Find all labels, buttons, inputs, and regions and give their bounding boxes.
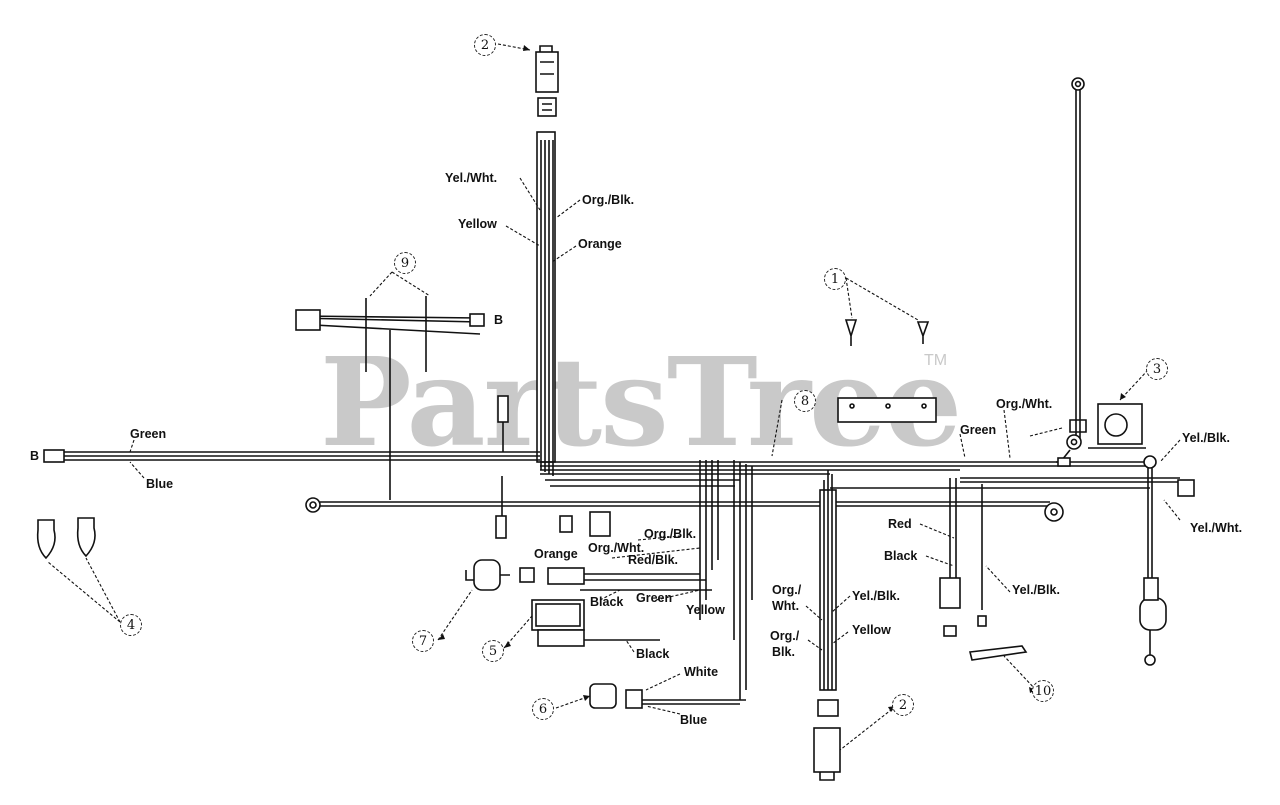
tie-straps: [365, 296, 427, 500]
main-left-harness: [62, 451, 540, 461]
callout-2-bottom: 2: [892, 694, 914, 716]
trademark-mark: TM: [924, 352, 948, 369]
label-yel-wht-right: Yel./Wht.: [1190, 521, 1243, 535]
label-green-center: Green: [636, 591, 673, 605]
callout-8: 8: [794, 390, 816, 412]
label-yel-blk-mid: Yel./Blk.: [1012, 583, 1060, 597]
label-black-low: Black: [636, 647, 670, 661]
mounting-plate: [837, 397, 937, 423]
label-red-mid: Red: [888, 517, 912, 531]
ring-terminal-left: [305, 497, 321, 513]
label-white-low: White: [684, 665, 719, 679]
callout-2-top: 2: [474, 34, 496, 56]
label-org-wht-right: Org./Wht.: [996, 397, 1053, 411]
center-connector-left: [497, 395, 509, 423]
callout-6: 6: [532, 698, 554, 720]
connector-7-plug: [547, 567, 585, 585]
left-end-connector: [43, 449, 65, 463]
center-bundle: [540, 461, 1150, 487]
label-org-wht-center: Org./Wht.: [588, 541, 645, 555]
bulb-right: [76, 517, 96, 558]
right-bundle-to-connector: [830, 477, 1180, 489]
right-switch-body: [1139, 597, 1167, 631]
right-multi-connector: [1177, 479, 1195, 497]
bulb-left: [36, 519, 56, 560]
lever-10: [969, 645, 1028, 661]
red-black-plug: [939, 577, 961, 609]
label-orange-center: Orange: [534, 547, 578, 561]
label-org-wht-line2: Wht.: [772, 599, 800, 613]
top-plug-body: [535, 51, 559, 93]
callout-3: 3: [1146, 358, 1168, 380]
center-plug-a: [559, 515, 573, 533]
top-plug-socket: [537, 97, 557, 117]
callout-10: 10: [1032, 680, 1054, 702]
bottom-plug-socket: [817, 699, 839, 717]
label-org-blk-top: Org./Blk.: [582, 193, 635, 207]
seat-switch-7: [473, 559, 501, 591]
label-yel-blk-right: Yel./Blk.: [1182, 431, 1230, 445]
label-org-wht-line1: Org./: [772, 583, 802, 597]
label-blue-left: Blue: [146, 477, 174, 491]
bottom-plug-body: [813, 727, 841, 773]
battery-cable-top-ring: [1071, 77, 1085, 91]
battery-cable-bottom-ring: [1066, 434, 1082, 450]
battery-cable: [1075, 90, 1081, 440]
center-drops: [699, 460, 753, 700]
low-harness-wires: [580, 573, 746, 705]
push-pin-right: [916, 321, 930, 344]
top-harness-wires: [540, 140, 554, 476]
label-green-right: Green: [960, 423, 997, 437]
label-black-mid: Black: [884, 549, 918, 563]
label-orange-top: Orange: [578, 237, 622, 251]
label-yellow-top: Yellow: [458, 217, 497, 231]
label-yellow-low: Yellow: [852, 623, 891, 637]
label-org-blk-center: Org./Blk.: [644, 527, 697, 541]
callout-4: 4: [120, 614, 142, 636]
label-yel-blk-low: Yel./Blk.: [852, 589, 900, 603]
right-switch-harness: [1147, 462, 1153, 580]
label-green-left: Green: [130, 427, 167, 441]
callout-5: 5: [482, 640, 504, 662]
callout-7: 7: [412, 630, 434, 652]
ring-terminal-harness: [320, 501, 1050, 507]
label-b-left: B: [30, 449, 40, 463]
cable-tie-harness: [295, 315, 481, 335]
center-drop-plug: [495, 515, 507, 539]
callout-9: 9: [394, 252, 416, 274]
label-org-blk-line2: Blk.: [772, 645, 795, 659]
ring-terminal-right: [1044, 502, 1064, 522]
key-switch-6: [589, 683, 617, 709]
label-org-blk-line1: Org./: [770, 629, 800, 643]
label-yel-wht-top: Yel./Wht.: [445, 171, 498, 185]
label-red-blk-center: Red/Blk.: [628, 553, 679, 567]
harness-9-left-connector: [295, 309, 321, 331]
label-blue-low: Blue: [680, 713, 708, 727]
push-pin-left: [844, 319, 858, 346]
center-plug-b: [589, 511, 611, 537]
label-yellow-center: Yellow: [686, 603, 725, 617]
callout-1: 1: [824, 268, 846, 290]
label-b-harness: B: [494, 313, 504, 327]
label-black-center: Black: [590, 595, 624, 609]
